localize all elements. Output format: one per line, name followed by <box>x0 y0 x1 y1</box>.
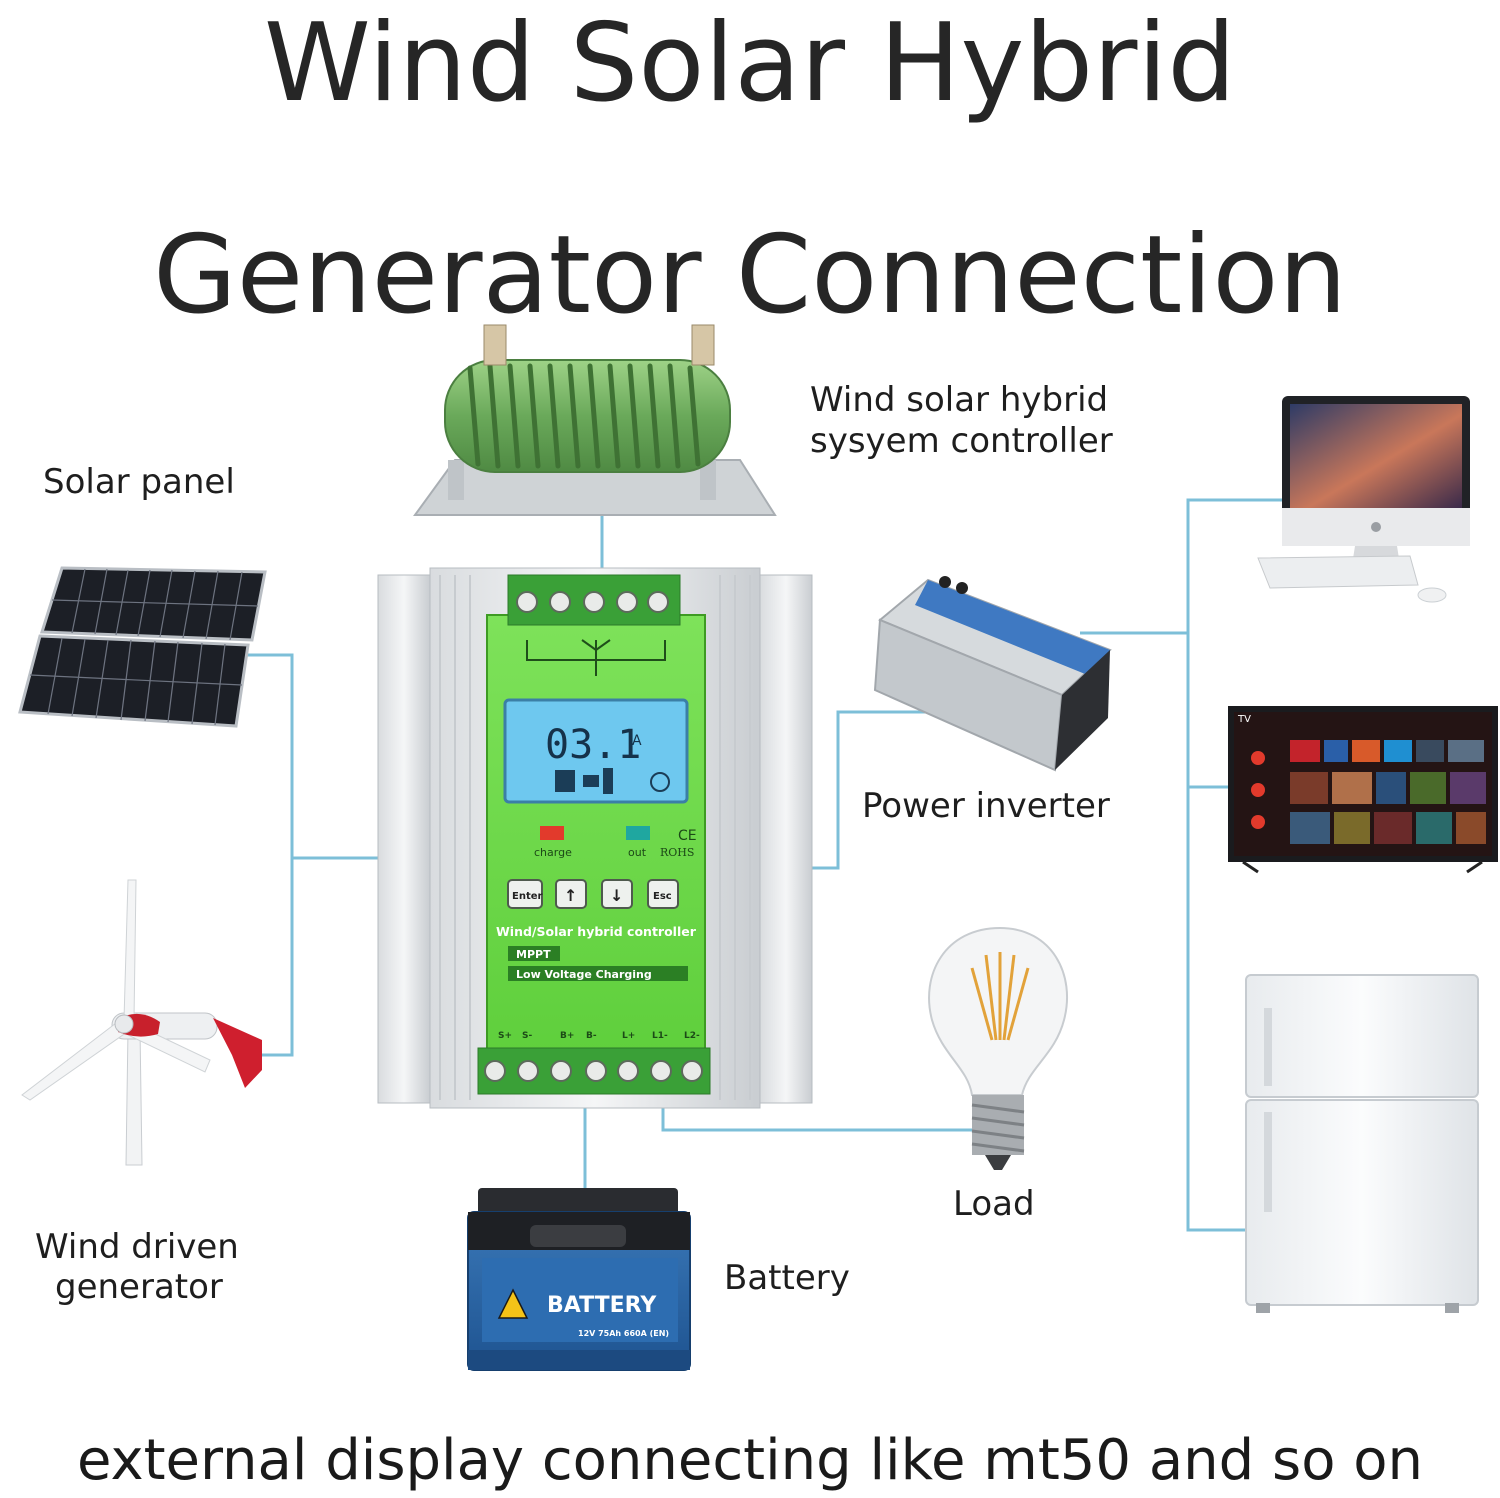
battery-brand-label: BATTERY <box>547 1293 657 1318</box>
wire-solar <box>228 653 294 1057</box>
label-solar-panel: Solar panel <box>43 462 235 502</box>
terminal-label: S+ <box>498 1031 512 1041</box>
feature-mppt: MPPT <box>516 948 551 961</box>
out-led-label: out <box>628 846 647 859</box>
label-battery: Battery <box>724 1258 850 1298</box>
terminal-label: L+ <box>622 1031 635 1041</box>
dump-load-resistor <box>413 324 777 516</box>
down-key-image <box>601 879 633 909</box>
label-controller-line1: Wind solar hybrid <box>810 380 1109 420</box>
television-image: TV <box>1228 706 1498 874</box>
up-key-image <box>555 879 587 909</box>
hybrid-controller-device: 03.1 A charge out CE ROHS Enter ↑ ↓ Esc … <box>377 567 813 1109</box>
label-load: Load <box>953 1184 1035 1224</box>
terminal-label: L2- <box>684 1031 700 1041</box>
enter-key-image <box>507 879 543 909</box>
wire-appliance-bus <box>1186 498 1290 1232</box>
wind-turbine-image <box>21 879 262 1166</box>
footer-caption: external display connecting like mt50 an… <box>76 1428 1424 1493</box>
power-inverter-image <box>873 576 1112 772</box>
light-bulb-image <box>928 926 1069 1170</box>
feature-low-voltage: Low Voltage Charging <box>516 968 652 981</box>
controller-model-text: Wind/Solar hybrid controller <box>496 924 697 939</box>
title-line-2: Generator Connection <box>153 213 1347 338</box>
esc-key-label: Esc <box>653 891 672 902</box>
ce-mark: CE <box>678 828 697 844</box>
battery-spec-label: 12V 75Ah 660A (EN) <box>578 1329 669 1338</box>
enter-key-label: Enter <box>512 891 543 902</box>
lcd-unit: A <box>632 733 642 749</box>
computer-monitor-image <box>1257 396 1470 603</box>
label-controller-line2: sysyem controller <box>810 421 1113 461</box>
down-key-label: ↓ <box>610 886 623 905</box>
terminal-label: L1- <box>652 1031 668 1041</box>
lcd-value: 03.1 <box>545 722 641 768</box>
terminal-label: B+ <box>560 1031 574 1041</box>
terminal-label: S- <box>522 1031 532 1041</box>
label-wind-line2: generator <box>55 1267 223 1307</box>
rohs-mark: ROHS <box>660 846 694 859</box>
terminal-label: B- <box>586 1031 597 1041</box>
title-line-1: Wind Solar Hybrid <box>264 1 1236 126</box>
solar-panel-image <box>18 566 267 728</box>
esc-key-image <box>647 879 679 909</box>
refrigerator-image <box>1245 974 1479 1313</box>
tv-corner-label: TV <box>1237 714 1251 725</box>
up-key-label: ↑ <box>564 886 577 905</box>
label-wind-line1: Wind driven <box>35 1227 239 1267</box>
charge-led-label: charge <box>534 846 572 859</box>
label-power-inverter: Power inverter <box>862 786 1110 826</box>
battery-image: BATTERY 12V 75Ah 660A (EN) <box>467 1188 691 1371</box>
